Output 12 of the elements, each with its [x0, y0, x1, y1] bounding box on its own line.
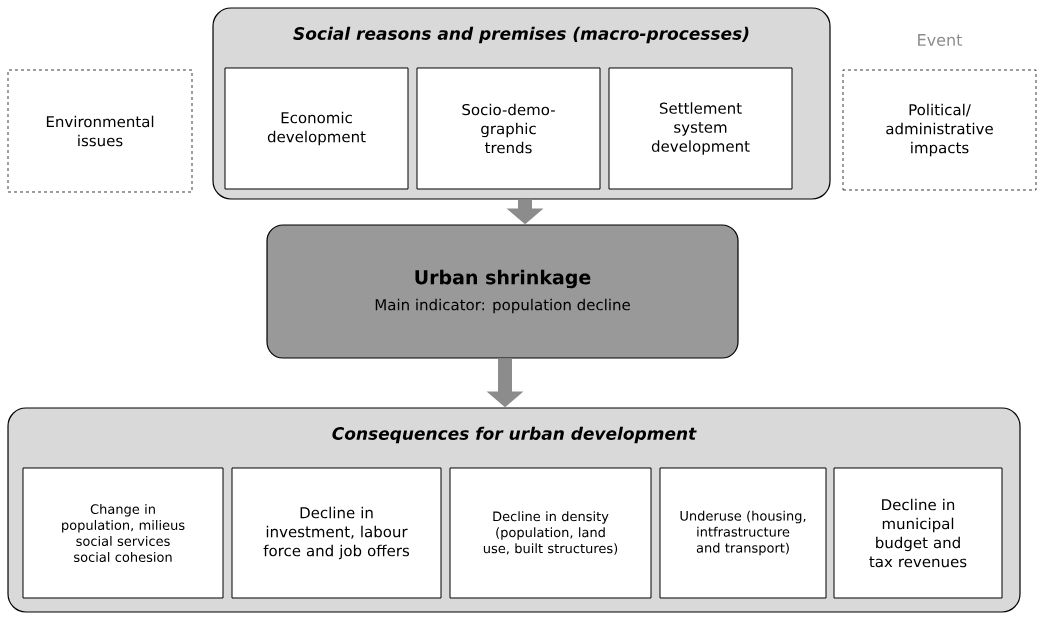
dashed-box: Environmental issues: [7, 69, 193, 193]
factor-box: Decline in investment, labour force and job offers: [231, 467, 442, 599]
factor-box: Socio-demo-graphic trends: [416, 67, 601, 190]
dashed-box: Political/ administrative impacts: [842, 69, 1037, 191]
factor-box: Underuse (housing, intfrastructure and transport): [659, 467, 827, 599]
central-box: Urban shrinkage Main indicator: population decline: [266, 224, 739, 359]
factor-box: Decline in density (population, land use, built structures): [449, 467, 652, 599]
factor-box: Settlement system development: [608, 67, 793, 190]
factor-box: Decline in municipal budget and tax revenues: [833, 467, 1003, 599]
event-label: Event: [918, 34, 963, 46]
factor-box: Economic development: [224, 67, 409, 190]
factor-box: Change in population, milieus social services social cohesion: [22, 467, 224, 599]
